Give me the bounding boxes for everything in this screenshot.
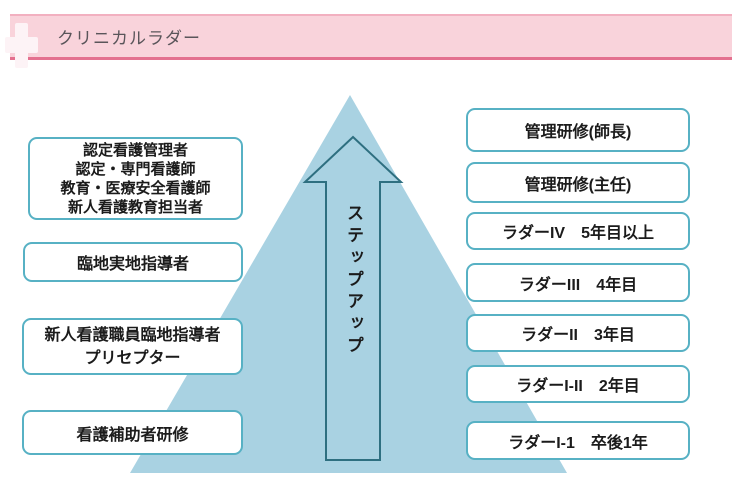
left-role-box-2: 臨地実地指導者: [23, 242, 243, 282]
step-up-label: ステップアップ: [344, 204, 363, 358]
pyramid-triangle: [130, 95, 567, 473]
role-line: 認定・専門看護師: [75, 160, 196, 178]
left-role-box-4: 看護補助者研修: [22, 410, 243, 455]
ladder-box-management-shunin: 管理研修(主任): [466, 162, 690, 203]
role-line: 看護補助者研修: [76, 426, 189, 444]
role-line: 認定看護管理者: [82, 141, 188, 159]
ladder-box-level-1-1: ラダーI-1 卒後1年: [466, 421, 690, 460]
ladder-box-level-1-2: ラダーI-II 2年目: [466, 365, 690, 403]
left-role-box-1: 認定看護管理者 認定・専門看護師 教育・医療安全看護師 新人看護教育担当者: [28, 137, 243, 220]
ladder-label: 管理研修(主任): [524, 176, 632, 194]
role-line: 教育・医療安全看護師: [60, 179, 211, 197]
left-role-box-3: 新人看護職員臨地指導者 プリセプター: [22, 318, 243, 375]
role-line: 臨地実地指導者: [76, 256, 189, 273]
role-line: プリセプター: [84, 349, 181, 367]
role-line: 新人看護職員臨地指導者: [44, 326, 221, 344]
ladder-box-level-2: ラダーII 3年目: [466, 314, 690, 352]
ladder-box-level-4: ラダーIV 5年目以上: [466, 212, 690, 250]
ladder-label: 管理研修(師長): [524, 124, 632, 141]
ladder-label: ラダーIV 5年目以上: [501, 225, 655, 242]
step-up-arrow-icon: [302, 135, 404, 461]
ladder-label: ラダーI-1 卒後1年: [508, 434, 648, 452]
ladder-box-level-3: ラダーIII 4年目: [466, 263, 690, 302]
ladder-label: ラダーIII 4年目: [518, 276, 638, 294]
header-banner: クリニカルラダー: [10, 14, 732, 60]
page-title: クリニカルラダー: [57, 29, 201, 48]
medical-cross-icon: [5, 23, 38, 68]
ladder-label: ラダーII 3年目: [521, 327, 635, 344]
ladder-label: ラダーI-II 2年目: [516, 378, 640, 395]
role-line: 新人看護教育担当者: [67, 198, 203, 216]
ladder-box-management-shicho: 管理研修(師長): [466, 108, 690, 152]
